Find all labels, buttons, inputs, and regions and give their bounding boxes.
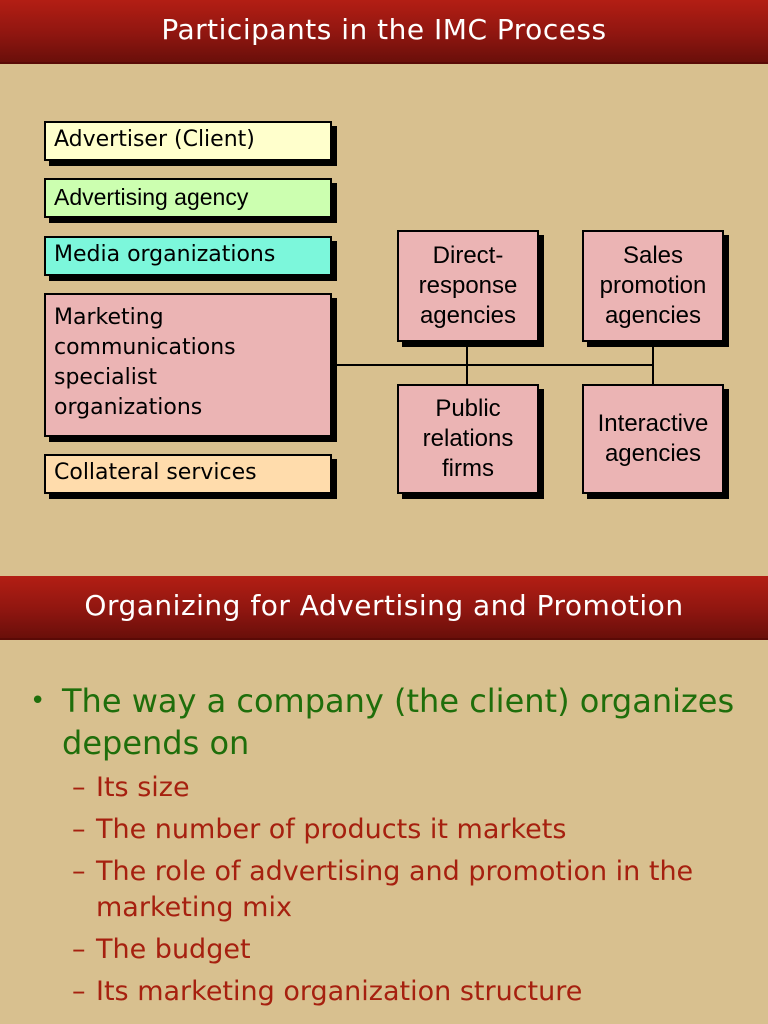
slide-imc-participants: Participants in the IMC Process Advertis… — [0, 0, 768, 494]
connector-horizontal — [337, 364, 654, 366]
title-bar: Participants in the IMC Process — [0, 0, 768, 64]
slide-title: Organizing for Advertising and Promotion — [84, 588, 684, 622]
sub-bullet: – The role of advertising and promotion … — [72, 854, 750, 926]
bullet-list: • The way a company (the client) organiz… — [30, 680, 750, 1016]
sub-bullet-list: – Its size – The number of products it m… — [30, 770, 750, 1010]
main-bullet-text: The way a company (the client) organizes… — [62, 682, 735, 762]
box-advertising-agency: Advertising agency — [44, 178, 332, 218]
box-interactive-agencies: Interactive agencies — [582, 384, 724, 494]
sub-bullet: – Its size — [72, 770, 750, 806]
bullet-dot-icon: • — [30, 686, 46, 716]
main-bullet: • The way a company (the client) organiz… — [30, 680, 750, 764]
box-sales-promotion-agencies: Sales promotion agencies — [582, 230, 724, 342]
dash-icon: – — [72, 976, 86, 1007]
box-collateral-services: Collateral services — [44, 454, 332, 494]
box-public-relations-firms: Public relations firms — [397, 384, 539, 494]
box-advertiser-client: Advertiser (Client) — [44, 121, 332, 161]
sub-bullet: – The budget — [72, 932, 750, 968]
box-marketing-communications-specialist: Marketing communications specialist orga… — [44, 293, 332, 437]
connector-sales-promotion — [652, 341, 654, 385]
sub-bullet-text: Its marketing organization structure — [96, 976, 583, 1007]
slide-title: Participants in the IMC Process — [161, 12, 607, 46]
sub-bullet: – Its marketing organization structure — [72, 974, 750, 1010]
sub-bullet-text: The number of products it markets — [96, 814, 567, 845]
dash-icon: – — [72, 934, 86, 965]
dash-icon: – — [72, 772, 86, 803]
box-direct-response-agencies: Direct- response agencies — [397, 230, 539, 342]
title-bar: Organizing for Advertising and Promotion — [0, 576, 768, 640]
slide-organizing-advertising: Organizing for Advertising and Promotion… — [0, 576, 768, 1024]
sub-bullet-text: Its size — [96, 772, 190, 803]
connector-direct-response — [466, 341, 468, 385]
sub-bullet-text: The role of advertising and promotion in… — [96, 856, 694, 923]
box-media-organizations: Media organizations — [44, 236, 332, 276]
sub-bullet: – The number of products it markets — [72, 812, 750, 848]
sub-bullet-text: The budget — [96, 934, 251, 965]
dash-icon: – — [72, 856, 86, 887]
dash-icon: – — [72, 814, 86, 845]
